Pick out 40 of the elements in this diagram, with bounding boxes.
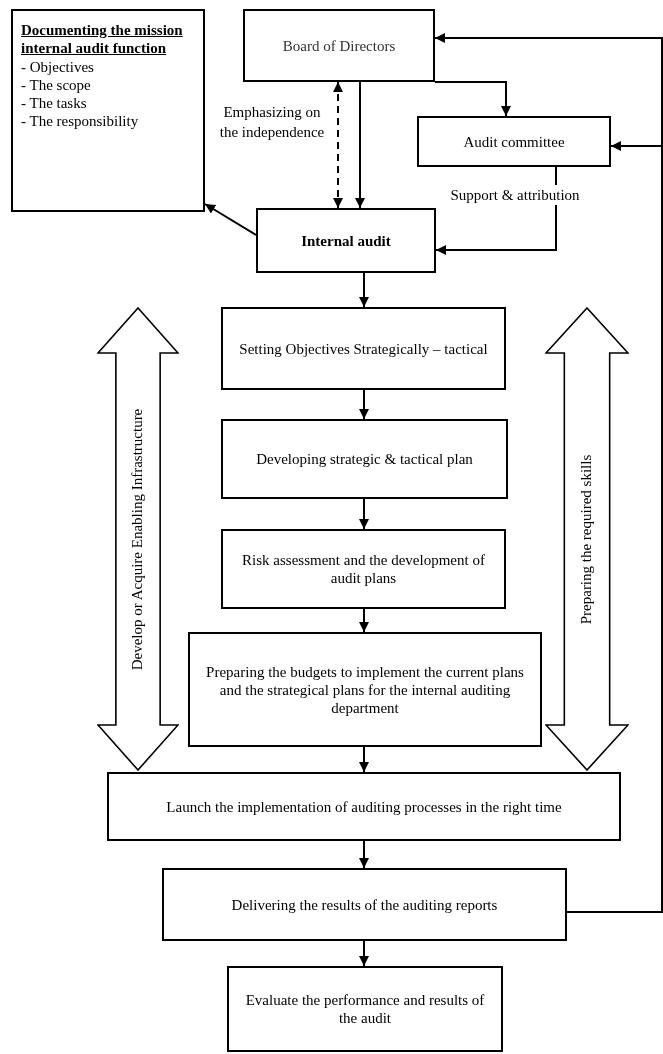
process-box: [256, 208, 436, 273]
process-box: [107, 772, 621, 841]
note-box: [11, 9, 205, 212]
arrow: [359, 840, 369, 869]
list-item: - The tasks: [21, 94, 87, 112]
arrow: [359, 746, 369, 773]
arrow: [333, 81, 343, 209]
box-label: Evaluate the performance and results of the audit: [244, 991, 486, 1027]
arrow: [359, 940, 369, 967]
rotated-label: Develop or Acquire Enabling Infrastructure: [130, 408, 146, 671]
box-label: Developing strategic & tactical plan: [256, 450, 473, 468]
process-box: [417, 116, 611, 167]
arrow: [435, 166, 557, 255]
process-box: [221, 529, 506, 609]
arrow: [434, 81, 511, 117]
box-label: Delivering the results of the auditing reports: [231, 895, 498, 914]
arrow: [359, 389, 369, 420]
list-item: - The responsibility: [21, 112, 139, 130]
box-label: Risk assessment and the development of audit plans: [241, 551, 486, 587]
process-box: [188, 632, 542, 747]
process-box: [243, 9, 435, 82]
process-box: [221, 307, 506, 390]
arrow: [359, 498, 369, 530]
process-box: [162, 868, 567, 941]
box-label: Setting Objectives Strategically – tactical: [239, 339, 488, 358]
box-label: Launch the implementation of auditing processes in the right time: [166, 797, 562, 816]
arrow: [355, 81, 365, 209]
box-label: Board of Directors: [282, 36, 396, 55]
rotated-label: Preparing the required skills: [579, 454, 595, 625]
list-item: - The scope: [21, 76, 91, 94]
note-heading: Documenting the mission internal audit function: [21, 21, 184, 57]
process-box: [227, 966, 503, 1052]
arrow: [359, 272, 369, 308]
box-label: Audit committee: [463, 132, 565, 151]
arrow: [359, 608, 369, 633]
box-label: Preparing the budgets to implement the current plans and the strategical plans for the internal auditing department: [205, 662, 525, 717]
process-box: [221, 419, 508, 499]
list-item: - Objectives: [21, 58, 94, 76]
box-label: Internal audit: [301, 231, 391, 250]
arrow: [204, 203, 257, 236]
